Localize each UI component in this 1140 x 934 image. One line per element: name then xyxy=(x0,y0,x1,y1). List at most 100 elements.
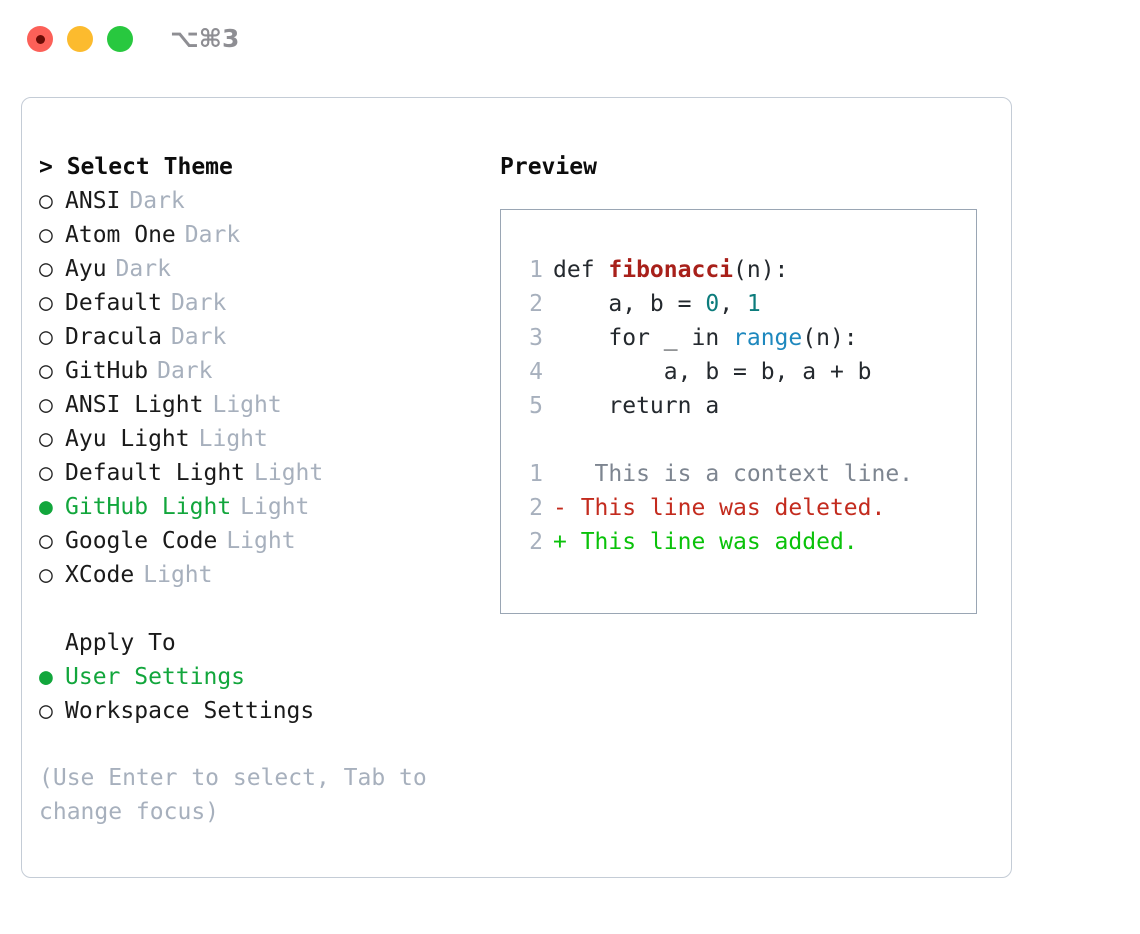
radio-unselected-icon: ○ xyxy=(39,528,53,554)
keyboard-shortcut-label: ⌥⌘3 xyxy=(170,24,240,53)
theme-category-tag: Light xyxy=(198,426,268,452)
theme-option-label: Default xyxy=(65,290,162,316)
diff-line: 1 This is a context line. xyxy=(519,457,976,491)
theme-option-dracula[interactable]: ○ Dracula Dark xyxy=(39,320,489,354)
apply-to-option-label: User Settings xyxy=(65,664,246,690)
line-number: 2 xyxy=(529,291,543,317)
diff-line: 2 + This line was added. xyxy=(519,525,976,559)
theme-category-tag: Dark xyxy=(157,358,213,384)
code-line: 1 def fibonacci(n): xyxy=(519,253,976,287)
code-line: 5 return a xyxy=(519,389,976,423)
radio-unselected-icon: ○ xyxy=(39,188,53,214)
radio-selected-icon: ● xyxy=(39,494,53,520)
apply-to-option-user-settings[interactable]: ● User Settings xyxy=(39,660,489,694)
line-number: 2 xyxy=(529,495,543,521)
radio-unselected-icon: ○ xyxy=(39,562,53,588)
traffic-lights xyxy=(27,26,133,52)
radio-unselected-icon: ○ xyxy=(39,324,53,350)
theme-option-label: GitHub Light xyxy=(65,494,232,520)
code-line: 3 for _ in range(n): xyxy=(519,321,976,355)
code-token: , xyxy=(719,291,747,317)
line-number: 5 xyxy=(529,393,543,419)
code-token: a, b = b, a + b xyxy=(553,359,872,385)
theme-category-tag: Light xyxy=(226,528,296,554)
theme-option-label: ANSI xyxy=(65,188,121,214)
theme-option-xcode[interactable]: ○ XCode Light xyxy=(39,558,489,592)
theme-option-default[interactable]: ○ Default Dark xyxy=(39,286,489,320)
diff-line-text: + This line was added. xyxy=(553,529,858,555)
apply-to-option-list: ● User Settings ○Workspace Settings xyxy=(39,660,489,728)
code-token: range xyxy=(733,325,803,351)
code-token: def xyxy=(553,257,609,283)
line-number: 1 xyxy=(529,461,543,487)
select-theme-heading: > Select Theme xyxy=(39,154,233,180)
theme-option-label: Ayu Light xyxy=(65,426,190,452)
theme-option-label: Default Light xyxy=(65,460,246,486)
theme-category-tag: Light xyxy=(254,460,324,486)
diff-line-text: - This line was deleted. xyxy=(553,495,886,521)
theme-option-default-light[interactable]: ○ Default Light Light xyxy=(39,456,489,490)
theme-category-tag: Light xyxy=(143,562,213,588)
line-number: 1 xyxy=(529,257,543,283)
code-token: a, b = xyxy=(553,291,706,317)
radio-unselected-icon: ○ xyxy=(39,290,53,316)
code-token: for _ in xyxy=(553,325,734,351)
theme-option-label: Ayu xyxy=(65,256,107,282)
theme-option-label: Google Code xyxy=(65,528,218,554)
code-token: return a xyxy=(553,393,720,419)
radio-unselected-icon: ○ xyxy=(39,460,53,486)
theme-category-tag: Dark xyxy=(115,256,171,282)
radio-unselected-icon: ○ xyxy=(39,392,53,418)
minimize-button[interactable] xyxy=(67,26,93,52)
code-token: 0 xyxy=(705,291,720,317)
zoom-button[interactable] xyxy=(107,26,133,52)
radio-unselected-icon: ○ xyxy=(39,256,53,282)
code-line: 2 a, b = 0, 1 xyxy=(519,287,976,321)
theme-category-tag: Dark xyxy=(170,324,227,350)
theme-category-tag: Dark xyxy=(184,222,241,248)
diff-line: 2 - This line was deleted. xyxy=(519,491,976,525)
theme-option-github-light[interactable]: ● GitHub Light Light xyxy=(39,490,489,524)
keyboard-hint-text: (Use Enter to select, Tab to change focu… xyxy=(39,765,427,825)
radio-unselected-icon: ○ xyxy=(39,426,53,452)
diff-line-text: This is a context line. xyxy=(553,461,914,487)
theme-option-atom-one[interactable]: ○ Atom One Dark xyxy=(39,218,489,252)
preview-heading: Preview xyxy=(500,154,597,180)
theme-option-ansi-light[interactable]: ○ ANSI Light Light xyxy=(39,388,489,422)
theme-option-google-code[interactable]: ○ Google Code Light xyxy=(39,524,489,558)
line-number: 2 xyxy=(529,529,543,555)
theme-category-tag: Light xyxy=(240,494,310,520)
radio-unselected-icon: ○ xyxy=(39,222,53,248)
theme-category-tag: Dark xyxy=(129,188,185,214)
line-number: 4 xyxy=(529,359,543,385)
close-button[interactable] xyxy=(27,26,53,52)
theme-category-tag: Dark xyxy=(170,290,227,316)
radio-unselected-icon: ○ xyxy=(39,358,53,384)
theme-option-label: ANSI Light xyxy=(65,392,204,418)
code-token: (n): xyxy=(733,257,789,283)
code-line: 4 a, b = b, a + b xyxy=(519,355,976,389)
theme-option-ayu-light[interactable]: ○ Ayu Light Light xyxy=(39,422,489,456)
list-spacer xyxy=(39,592,489,626)
theme-option-label: XCode xyxy=(65,562,135,588)
radio-selected-icon: ● xyxy=(39,664,53,690)
theme-category-tag: Light xyxy=(212,392,282,418)
apply-to-option-workspace-settings[interactable]: ○Workspace Settings xyxy=(39,694,489,728)
code-token: (n): xyxy=(802,325,858,351)
diff-sample: 1 This is a context line. 2 - This line wa… xyxy=(519,457,976,559)
code-token: fibonacci xyxy=(608,257,734,283)
theme-option-ayu[interactable]: ○ Ayu Dark xyxy=(39,252,489,286)
apply-to-heading: Apply To xyxy=(65,630,176,656)
code-diff-spacer xyxy=(519,423,976,457)
line-number: 3 xyxy=(529,325,543,351)
theme-option-label: Atom One xyxy=(65,222,176,248)
code-token: 1 xyxy=(746,291,761,317)
theme-option-ansi[interactable]: ○ ANSI Dark xyxy=(39,184,489,218)
theme-option-label: Dracula xyxy=(65,324,162,350)
